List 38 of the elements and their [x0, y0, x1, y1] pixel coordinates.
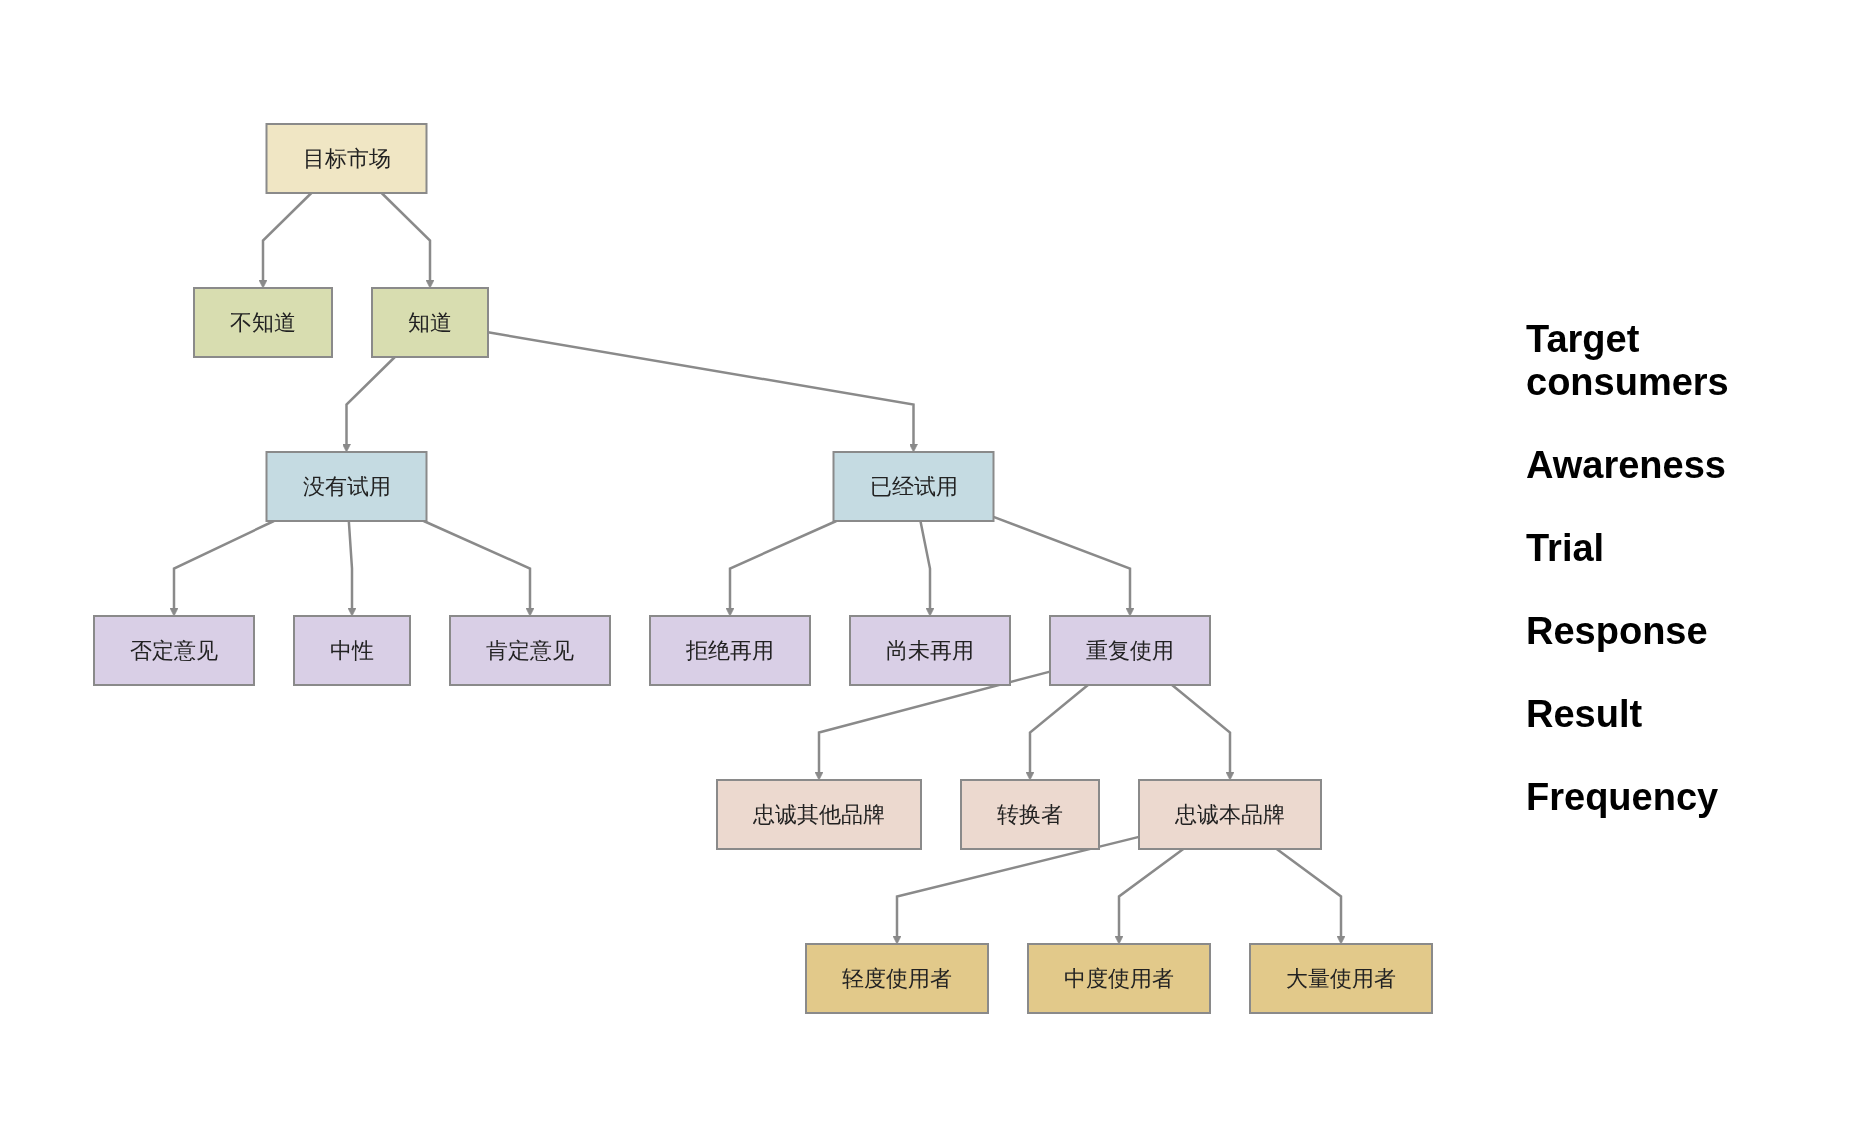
- node-box: 忠诚本品牌: [1138, 779, 1322, 850]
- arrow: [342, 356, 396, 453]
- arrow: [919, 520, 935, 617]
- node-box: 知道: [371, 287, 489, 358]
- node-box: 中性: [293, 615, 411, 686]
- node-box: 转换者: [960, 779, 1100, 850]
- arrow: [169, 519, 275, 617]
- level-label: Frequency: [1526, 776, 1720, 819]
- node-box: 尚未再用: [849, 615, 1011, 686]
- node-box: 已经试用: [832, 451, 995, 522]
- level-label: Target consumers: [1526, 318, 1730, 404]
- level-label: Awareness: [1526, 444, 1727, 487]
- node-box: 大量使用者: [1249, 943, 1433, 1014]
- arrow: [725, 519, 837, 617]
- arrow: [1114, 848, 1185, 945]
- node-box: 否定意见: [93, 615, 255, 686]
- arrow: [1275, 848, 1346, 945]
- node-box: 目标市场: [265, 123, 428, 194]
- node-box: 中度使用者: [1027, 943, 1211, 1014]
- arrow: [1025, 684, 1089, 781]
- node-box: 轻度使用者: [805, 943, 989, 1014]
- arrow: [423, 519, 535, 617]
- arrow: [380, 192, 435, 289]
- node-box: 拒绝再用: [649, 615, 811, 686]
- level-label: Response: [1526, 610, 1709, 653]
- level-label: Result: [1526, 693, 1644, 736]
- arrow: [347, 520, 357, 617]
- node-box: 重复使用: [1049, 615, 1211, 686]
- node-box: 忠诚其他品牌: [716, 779, 922, 850]
- arrow: [1171, 684, 1235, 781]
- level-label: Trial: [1526, 527, 1606, 570]
- arrow: [892, 835, 1140, 945]
- arrow: [258, 192, 313, 289]
- arrow: [814, 670, 1051, 781]
- arrow: [993, 515, 1135, 617]
- node-box: 没有试用: [265, 451, 428, 522]
- node-box: 不知道: [193, 287, 333, 358]
- node-box: 肯定意见: [449, 615, 611, 686]
